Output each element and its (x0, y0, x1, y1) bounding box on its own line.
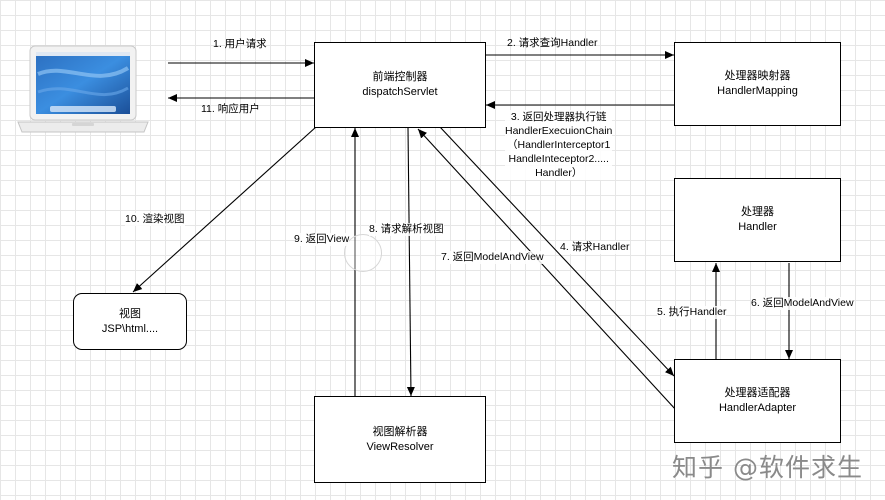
label-respond-user: 11. 响应用户 (201, 103, 260, 115)
resolver-subtitle: ViewResolver (366, 440, 434, 453)
cursor-circle (344, 234, 382, 272)
label-request-resolve: 8. 请求解析视图 (369, 223, 444, 236)
label-return-chain-line2: HandlerExecuionChain (505, 125, 613, 137)
mapping-subtitle: HandlerMapping (717, 85, 798, 97)
label-return-chain-line4: HandleInteceptor2..... (508, 153, 609, 165)
label-execute-handler: 5. 执行Handler (657, 306, 727, 319)
adapter-subtitle: HandlerAdapter (718, 402, 797, 414)
user-laptop-icon (16, 44, 150, 136)
label-return-view: 9. 返回View (294, 233, 350, 246)
watermark: 知乎 @软件求生 (672, 453, 863, 482)
label-render-view: 10. 渲染视图 (125, 213, 185, 226)
label-return-chain-line3: （HandlerInterceptor1 (507, 139, 611, 151)
resolver-title: 视图解析器 (372, 425, 428, 438)
dispatcher-title: 前端控制器 (372, 71, 428, 83)
view-subtitle: JSP\html.... (101, 322, 159, 335)
handler-subtitle: Handler (738, 221, 777, 233)
label-user-request: 1. 用户请求 (213, 38, 267, 50)
dispatcher-subtitle: dispatchServlet (362, 86, 438, 98)
handler-box: 处理器 Handler (674, 178, 841, 262)
dispatcher-servlet-box: 前端控制器 dispatchServlet (314, 42, 486, 128)
label-return-chain-line1: 3. 返回处理器执行链 (510, 111, 607, 123)
arrow-request-handler (439, 126, 675, 377)
handler-title: 处理器 (741, 206, 774, 218)
adapter-title: 处理器适配器 (724, 387, 791, 399)
view-resolver-box: 视图解析器 ViewResolver (314, 396, 486, 483)
handler-adapter-box: 处理器适配器 HandlerAdapter (674, 359, 841, 443)
label-return-modelandview-6: 6. 返回ModelAndView (751, 297, 854, 310)
label-return-chain-line5: Handler） (535, 167, 583, 179)
handler-mapping-box: 处理器映射器 HandlerMapping (674, 42, 841, 126)
label-request-handler: 4. 请求Handler (560, 241, 630, 254)
label-return-chain: 3. 返回处理器执行链 HandlerExecuionChain （Handle… (505, 110, 613, 180)
arrow-request-resolve (406, 127, 415, 397)
view-title: 视图 (119, 307, 141, 320)
mapping-title: 处理器映射器 (724, 70, 791, 82)
arrow-render-view (132, 126, 317, 293)
view-box: 视图 JSP\html.... (73, 293, 187, 350)
arrow-return-modelandview-7 (417, 128, 677, 411)
label-return-modelandview-7: 7. 返回ModelAndView (441, 251, 544, 264)
label-query-handler: 2. 请求查询Handler (507, 37, 598, 49)
